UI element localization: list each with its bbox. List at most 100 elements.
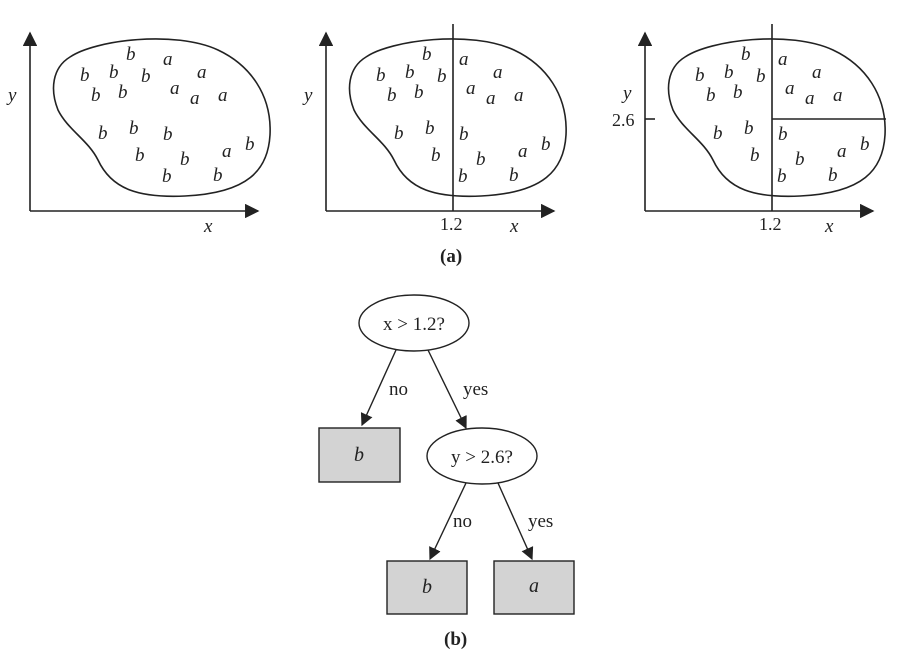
x-axis-label-1: x bbox=[203, 216, 213, 237]
point-label: b bbox=[162, 166, 172, 187]
points-3: b b a a b b b b a a a b b b b b a b b b bbox=[695, 44, 870, 187]
point-label: b bbox=[141, 66, 151, 87]
root-node bbox=[358, 294, 470, 352]
decision-tree: x > 1.2? no yes b y > 2.6? no yes b a bbox=[318, 294, 575, 615]
data-region-3 bbox=[667, 38, 886, 198]
point-label: b bbox=[744, 118, 754, 139]
leaf-left bbox=[318, 427, 401, 483]
point-label: a bbox=[197, 62, 207, 83]
point-label: b bbox=[795, 149, 805, 170]
edge-label-child-no: no bbox=[453, 511, 472, 532]
point-label: b bbox=[476, 149, 486, 170]
point-label: b bbox=[750, 145, 760, 166]
point-label: a bbox=[218, 85, 228, 106]
edge-label-child-yes: yes bbox=[528, 511, 553, 532]
data-region-2 bbox=[348, 38, 567, 198]
point-label: b bbox=[695, 65, 705, 86]
leaf-child-no-label: b bbox=[422, 576, 432, 598]
y-axis-label-1: y bbox=[6, 85, 17, 106]
point-label: b bbox=[777, 166, 787, 187]
x-axis-label-2: x bbox=[509, 216, 519, 237]
scatter-panel-1: y x b b a a b b b b a a a b b b b b a b … bbox=[6, 31, 271, 237]
leaf-child-yes-label: a bbox=[529, 575, 539, 597]
point-label: a bbox=[833, 85, 843, 106]
data-region-1 bbox=[52, 38, 271, 198]
points-2: b b a a b b b b a a a b b b b b a b b b bbox=[376, 44, 551, 187]
caption-a: (a) bbox=[440, 246, 462, 267]
point-label: b bbox=[778, 124, 788, 145]
point-label: b bbox=[135, 145, 145, 166]
child-node bbox=[426, 427, 538, 485]
point-label: b bbox=[163, 124, 173, 145]
point-label: b bbox=[458, 166, 468, 187]
point-label: b bbox=[713, 123, 723, 144]
leaf-left-label: b bbox=[354, 444, 364, 466]
point-label: a bbox=[493, 62, 503, 83]
root-condition: x > 1.2? bbox=[383, 314, 445, 335]
point-label: a bbox=[518, 141, 528, 162]
edge-root-no bbox=[360, 349, 397, 427]
point-label: b bbox=[245, 134, 255, 155]
points-1: b b a a b b b b a a a b b b b b a b b b bbox=[80, 44, 255, 187]
x-axis-label-3: x bbox=[824, 216, 834, 237]
point-label: b bbox=[509, 165, 519, 186]
point-label: a bbox=[785, 78, 795, 99]
point-label: a bbox=[514, 85, 524, 106]
point-label: b bbox=[414, 82, 424, 103]
point-label: a bbox=[163, 49, 173, 70]
point-label: b bbox=[541, 134, 551, 155]
child-condition: y > 2.6? bbox=[451, 447, 513, 468]
edge-root-yes bbox=[427, 349, 467, 430]
point-label: b bbox=[756, 66, 766, 87]
point-label: b bbox=[431, 145, 441, 166]
point-label: b bbox=[425, 118, 435, 139]
point-label: a bbox=[837, 141, 847, 162]
point-label: b bbox=[109, 62, 119, 83]
point-label: b bbox=[126, 44, 136, 65]
point-label: b bbox=[860, 134, 870, 155]
x-split-tick-label: 1.2 bbox=[759, 214, 782, 234]
point-label: b bbox=[387, 85, 397, 106]
scatter-panel-2: 1.2 y x b b a a b b b b a a a b b b b b … bbox=[302, 24, 567, 237]
point-label: b bbox=[129, 118, 139, 139]
point-label: b bbox=[459, 124, 469, 145]
point-label: a bbox=[466, 78, 476, 99]
point-label: b bbox=[118, 82, 128, 103]
point-label: b bbox=[741, 44, 751, 65]
point-label: b bbox=[213, 165, 223, 186]
point-label: b bbox=[180, 149, 190, 170]
point-label: b bbox=[724, 62, 734, 83]
point-label: a bbox=[459, 49, 469, 70]
y-axis-label-3: y bbox=[621, 83, 632, 104]
point-label: a bbox=[190, 88, 200, 109]
point-label: b bbox=[80, 65, 90, 86]
point-label: b bbox=[405, 62, 415, 83]
point-label: b bbox=[91, 85, 101, 106]
y-axis-label-2: y bbox=[302, 85, 313, 106]
leaf-child-yes bbox=[493, 560, 575, 615]
point-label: b bbox=[98, 123, 108, 144]
point-label: a bbox=[778, 49, 788, 70]
point-label: b bbox=[733, 82, 743, 103]
edge-child-yes bbox=[497, 482, 534, 561]
scatter-panel-3: 1.2 2.6 y x b b a a b b b b a a a b b b … bbox=[612, 24, 886, 237]
point-label: b bbox=[437, 66, 447, 87]
point-label: b bbox=[376, 65, 386, 86]
point-label: a bbox=[170, 78, 180, 99]
point-label: a bbox=[805, 88, 815, 109]
point-label: a bbox=[486, 88, 496, 109]
caption-b: (b) bbox=[444, 629, 467, 650]
x-split-tick-label: 1.2 bbox=[440, 214, 463, 234]
point-label: b bbox=[706, 85, 716, 106]
point-label: b bbox=[422, 44, 432, 65]
point-label: a bbox=[222, 141, 232, 162]
y-split-tick-label: 2.6 bbox=[612, 110, 635, 130]
edge-child-no bbox=[429, 482, 467, 561]
edge-label-root-yes: yes bbox=[463, 379, 488, 400]
point-label: b bbox=[828, 165, 838, 186]
edge-label-root-no: no bbox=[389, 379, 408, 400]
point-label: a bbox=[812, 62, 822, 83]
point-label: b bbox=[394, 123, 404, 144]
leaf-child-no bbox=[386, 560, 468, 615]
